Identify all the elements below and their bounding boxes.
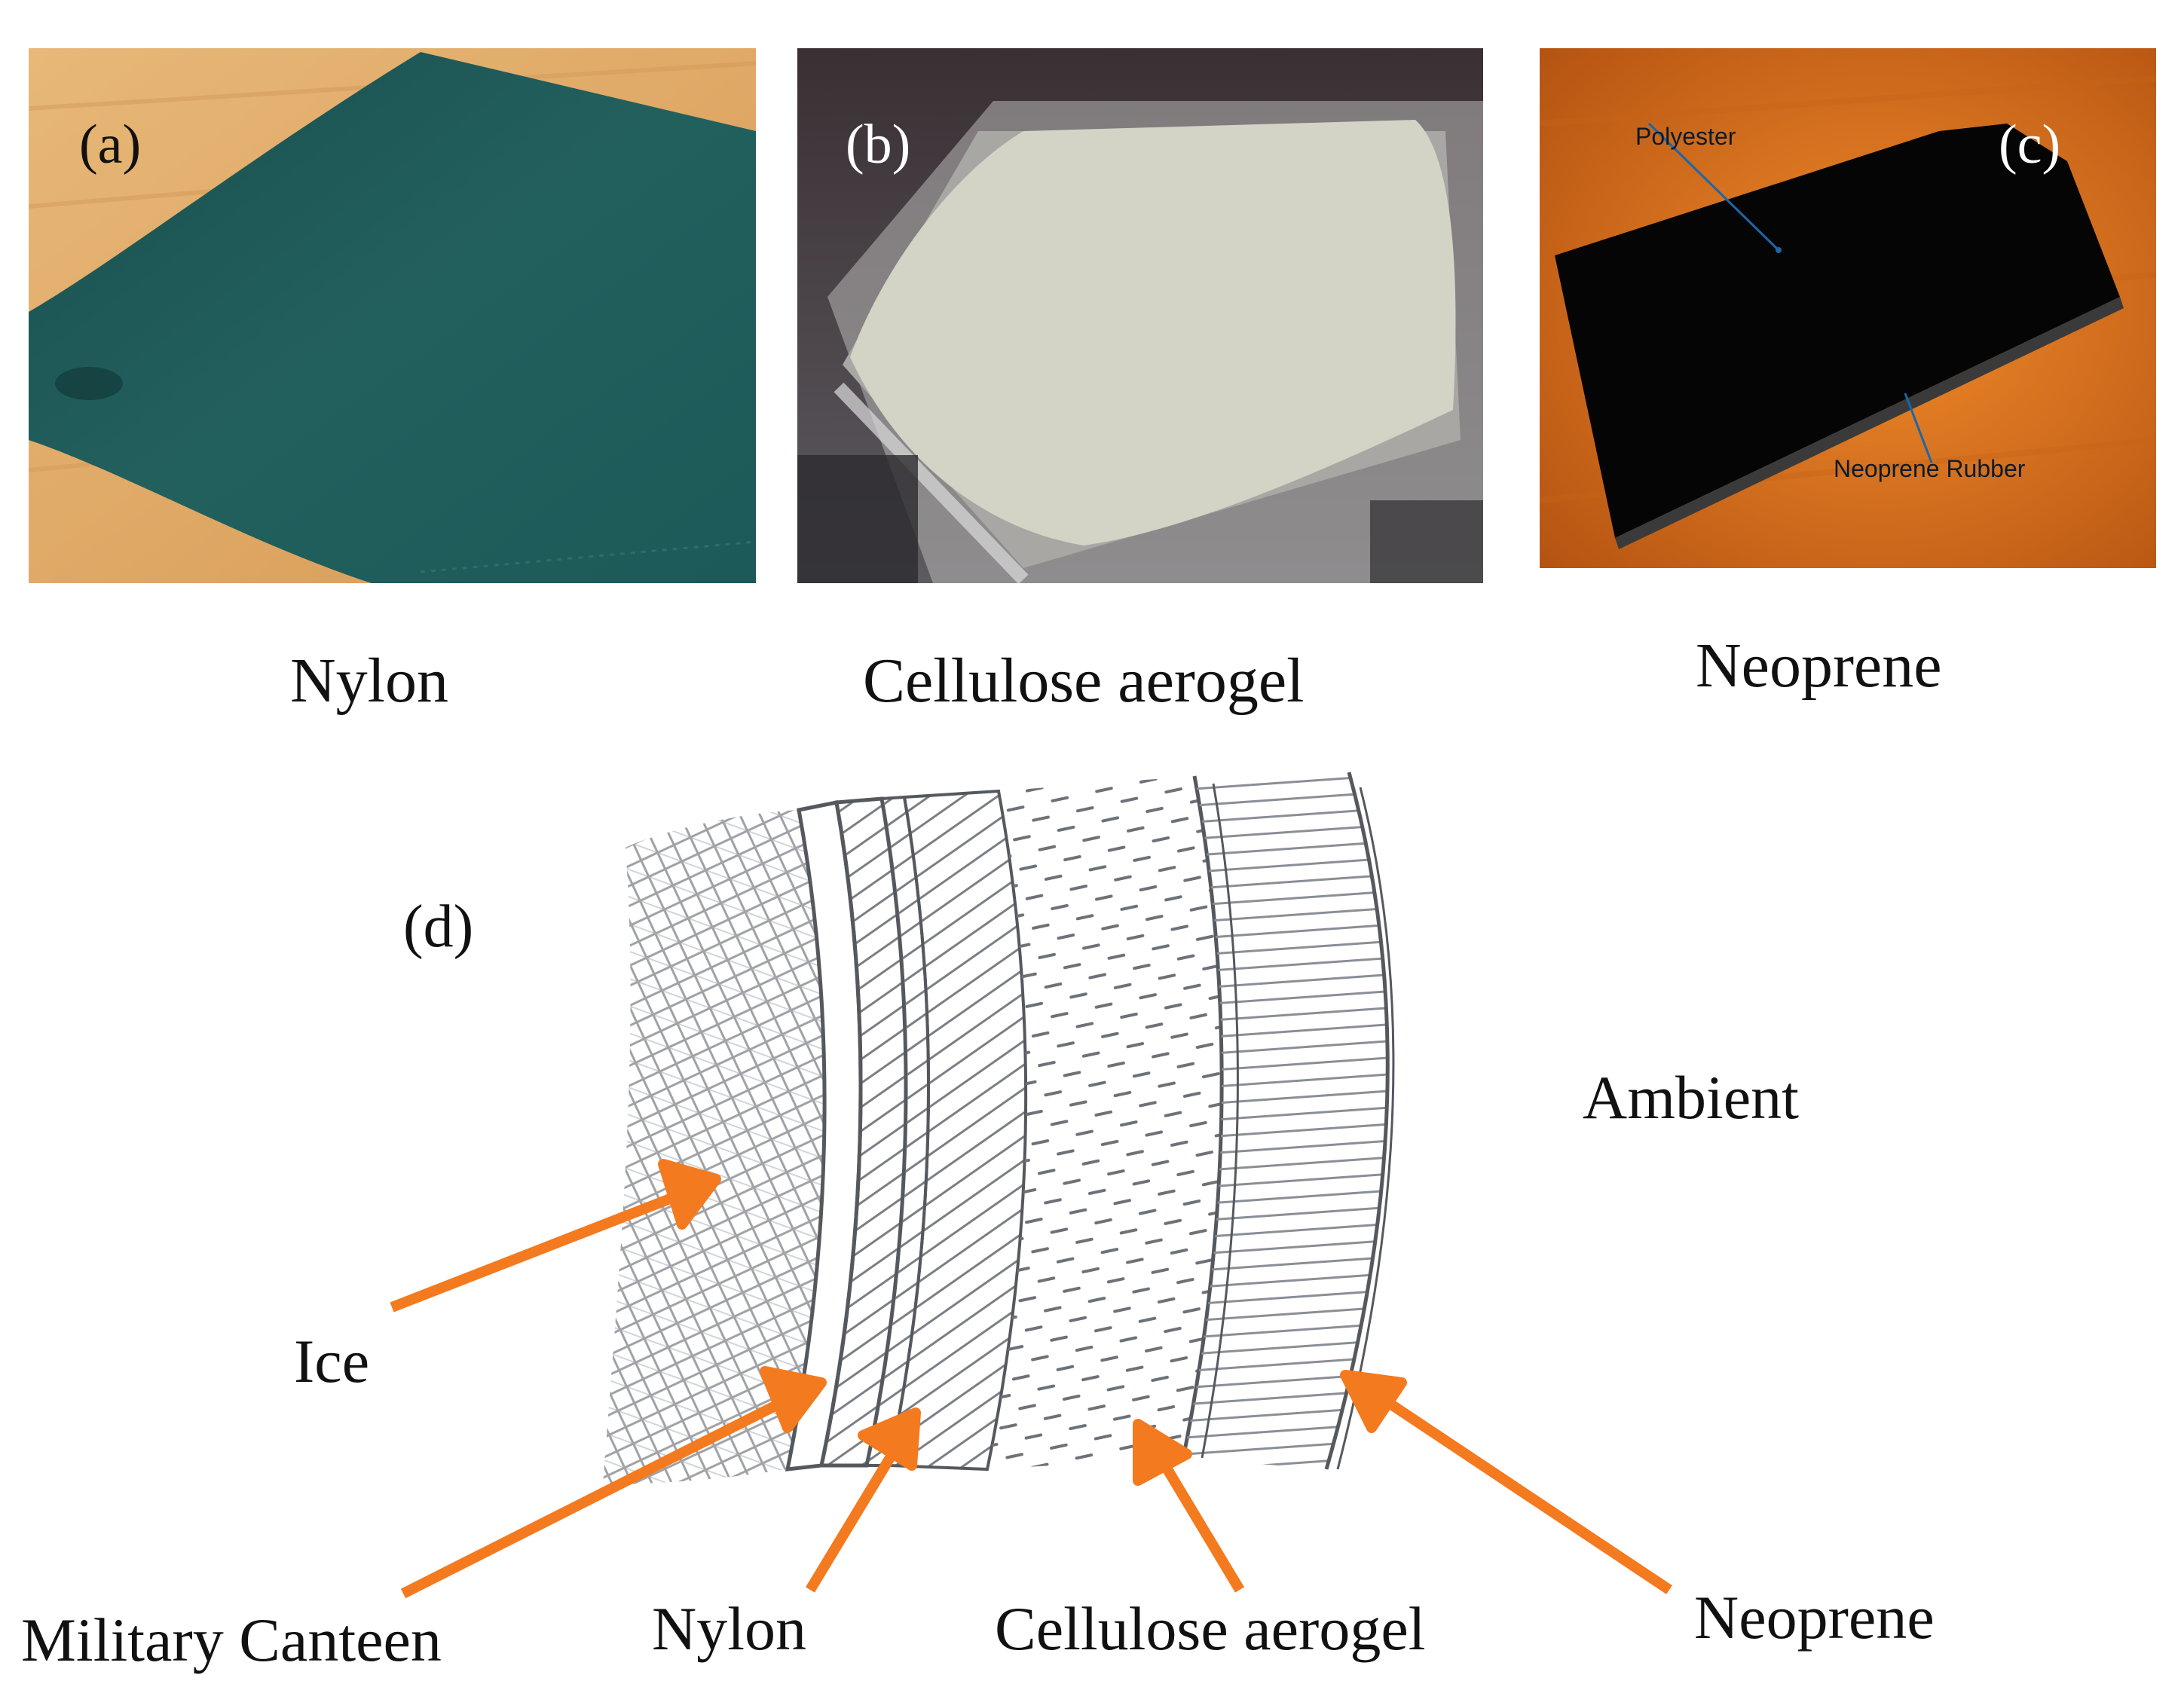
- neoprene-layer: [1183, 772, 1388, 1469]
- aerogel-layer: [987, 776, 1222, 1469]
- label-cellulose-aerogel: Cellulose aerogel: [995, 1594, 1426, 1663]
- nylon-image: [29, 48, 756, 583]
- arrow-ice: [390, 1159, 721, 1313]
- label-military-canteen: Military Canteen: [21, 1606, 442, 1674]
- annotation-polyester: Polyester: [1635, 123, 1736, 150]
- panel-label-c: (c): [1999, 114, 2061, 176]
- panel-label-a: (a): [79, 114, 142, 176]
- arrow-canteen: [400, 1366, 827, 1599]
- ice-layer: [603, 810, 825, 1484]
- arrow-neoprene: [1340, 1370, 1672, 1594]
- caption-nylon: Nylon: [290, 646, 448, 716]
- neoprene-image: [1540, 48, 2156, 568]
- caption-cellulose-aerogel: Cellulose aerogel: [863, 646, 1305, 716]
- label-neoprene: Neoprene: [1694, 1583, 1935, 1652]
- label-ambient: Ambient: [1583, 1063, 1799, 1132]
- aerogel-image: [797, 48, 1483, 583]
- label-ice: Ice: [294, 1327, 370, 1395]
- caption-neoprene: Neoprene: [1696, 631, 1942, 701]
- arrow-nylon: [806, 1407, 921, 1593]
- photo-cellulose-aerogel: [797, 48, 1483, 583]
- panel-label-d: (d): [403, 894, 474, 960]
- label-nylon: Nylon: [652, 1594, 806, 1663]
- photo-neoprene: [1540, 48, 2156, 568]
- annotation-neoprene-rubber: Neoprene Rubber: [1834, 455, 2026, 482]
- arrow-aerogel: [1133, 1419, 1245, 1593]
- photo-nylon: [29, 48, 756, 583]
- panel-label-b: (b): [846, 114, 911, 176]
